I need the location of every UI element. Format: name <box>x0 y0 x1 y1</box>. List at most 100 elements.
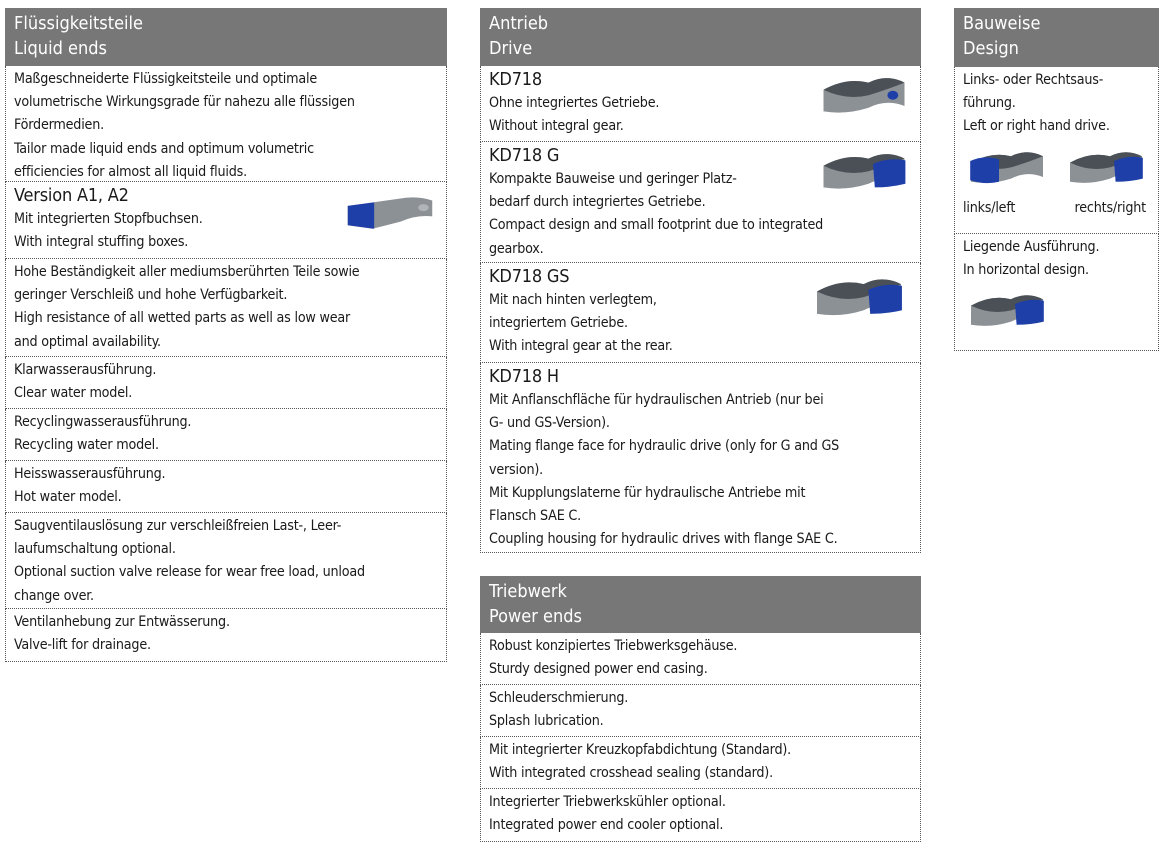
liquid-ends-intro: Maßgeschneiderte Flüssigkeitsteile und o… <box>5 66 447 182</box>
header-title-en: Drive <box>489 38 533 59</box>
text-line: führung. <box>963 95 1016 112</box>
text-line: Mit Anflanschfläche für hydraulischen An… <box>489 392 824 408</box>
section-header: Triebwerk Power ends <box>480 576 921 633</box>
model-kd718: KD718 Ohne integriertes Getriebe. Withou… <box>480 66 921 142</box>
drive-section: Antrieb Drive KD718 Ohne integriertes Ge… <box>480 8 921 553</box>
liquid-ends-section: Flüssigkeitsteile Liquid ends Maßgeschne… <box>5 8 447 662</box>
header-title-de: Flüssigkeitsteile <box>14 13 144 34</box>
text-line: and optimal availability. <box>14 333 161 350</box>
hand-images <box>963 145 1150 193</box>
text-line: volumetrische Wirkungsgrade für nahezu a… <box>14 94 355 111</box>
text-line: integriertem Getriebe. <box>489 315 628 332</box>
right-drive-image <box>1062 145 1150 193</box>
model-title: KD718 G <box>489 145 560 166</box>
text-line: Klarwasserausführung. <box>14 362 157 378</box>
list-item: Integrierter Triebwerkskühler optional. … <box>480 789 921 842</box>
text-line: Saugventilauslösung zur verschleißfreien… <box>14 518 342 534</box>
text-line: Splash lubrication. <box>489 713 604 730</box>
kd718-image <box>819 70 909 124</box>
horizontal-design: Liegende Ausführung. In horizontal desig… <box>954 234 1159 351</box>
text-line: Links- oder Rechtsaus- <box>963 72 1104 88</box>
text-line: Flansch SAE C. <box>489 508 581 525</box>
header-title-en: Power ends <box>489 606 582 627</box>
text-line: Mating flange face for hydraulic drive (… <box>489 438 840 455</box>
liquid-end-image <box>347 197 433 229</box>
text-line: Liegende Ausführung. <box>963 239 1100 255</box>
text-line: Schleuderschmierung. <box>489 690 629 706</box>
header-title-de: Antrieb <box>489 13 549 34</box>
version-a1-a2: Version A1, A2 Mit integrierten Stopfbuc… <box>5 182 447 259</box>
text-line: Sturdy designed power end casing. <box>489 661 708 678</box>
model-title: KD718 <box>489 69 542 90</box>
text-line: Maßgeschneiderte Flüssigkeitsteile und o… <box>14 71 318 87</box>
header-title-de: Triebwerk <box>489 581 567 602</box>
list-item: Mit integrierter Kreuzkopfabdichtung (St… <box>480 737 921 789</box>
left-drive-image <box>963 145 1051 193</box>
section-header: Flüssigkeitsteile Liquid ends <box>5 8 447 66</box>
text-line: Hohe Beständigkeit aller mediumsberührte… <box>14 264 360 280</box>
kd718gs-image <box>807 271 911 327</box>
text-line: Ohne integriertes Getriebe. <box>489 95 660 111</box>
horizontal-design-image <box>963 288 1051 336</box>
header-title-en: Design <box>963 38 1019 59</box>
header-title-en: Liquid ends <box>14 38 107 59</box>
version-title: Version A1, A2 <box>14 185 129 206</box>
text-line: Robust konzipiertes Triebwerksgehäuse. <box>489 638 738 654</box>
text-line: With integrated crosshead sealing (stand… <box>489 765 773 782</box>
hand-labels: links/left rechts/right <box>963 197 1150 220</box>
kd718g-image <box>819 146 909 200</box>
text-line: With integral gear at the rear. <box>489 338 673 355</box>
text-line: Tailor made liquid ends and optimum volu… <box>14 140 314 157</box>
list-item: Heisswasserausführung. Hot water model. <box>5 461 447 513</box>
text-line: Left or right hand drive. <box>963 118 1110 135</box>
text-line: laufumschaltung optional. <box>14 541 176 558</box>
list-item: Ventilanhebung zur Entwässerung. Valve-l… <box>5 609 447 662</box>
text-line: Clear water model. <box>14 385 133 402</box>
text-line: efficiencies for almost all liquid fluid… <box>14 163 247 180</box>
text-line: Mit integrierten Stopfbuchsen. <box>14 211 203 227</box>
model-kd718gs: KD718 GS Mit nach hinten verlegtem, inte… <box>480 263 921 363</box>
text-line: gearbox. <box>489 240 544 257</box>
text-line: Mit integrierter Kreuzkopfabdichtung (St… <box>489 742 791 758</box>
text-line: Optional suction valve release for wear … <box>14 564 365 581</box>
text-line: Mit Kupplungslaterne für hydraulische An… <box>489 484 806 501</box>
list-item: Saugventilauslösung zur verschleißfreien… <box>5 513 447 609</box>
text-line: Integrierter Triebwerkskühler optional. <box>489 794 726 810</box>
left-label: links/left <box>963 199 1016 216</box>
text-line: Heisswasserausführung. <box>14 466 166 482</box>
model-title: KD718 H <box>489 366 559 387</box>
section-header: Bauweise Design <box>954 8 1159 67</box>
text-line: geringer Verschleiß und hohe Verfügbarke… <box>14 287 288 304</box>
hand-drive: Links- oder Rechtsaus- führung. Left or … <box>954 67 1159 234</box>
text-line: Fördermedien. <box>14 117 104 134</box>
model-title: KD718 GS <box>489 266 570 287</box>
list-item: Hohe Beständigkeit aller mediumsberührte… <box>5 259 447 357</box>
power-ends-section: Triebwerk Power ends Robust konzipiertes… <box>480 576 921 842</box>
list-item: Robust konzipiertes Triebwerksgehäuse. S… <box>480 633 921 685</box>
text-line: In horizontal design. <box>963 262 1089 279</box>
text-line: Kompakte Bauweise und geringer Platz- <box>489 171 737 187</box>
section-header: Antrieb Drive <box>480 8 921 66</box>
model-kd718g: KD718 G Kompakte Bauweise und geringer P… <box>480 142 921 263</box>
text-line: Coupling housing for hydraulic drives wi… <box>489 531 838 548</box>
text-line: Recyclingwasserausführung. <box>14 414 192 430</box>
text-line: Without integral gear. <box>489 118 624 135</box>
list-item: Klarwasserausführung. Clear water model. <box>5 357 447 409</box>
design-section: Bauweise Design Links- oder Rechtsaus- f… <box>954 8 1159 351</box>
text-line: Compact design and small footprint due t… <box>489 217 824 234</box>
list-item: Schleuderschmierung. Splash lubrication. <box>480 685 921 737</box>
text-line: Ventilanhebung zur Entwässerung. <box>14 614 230 630</box>
text-line: Mit nach hinten verlegtem, <box>489 292 657 308</box>
text-line: change over. <box>14 587 94 604</box>
right-label: rechts/right <box>1074 199 1147 216</box>
text-line: Valve-lift for drainage. <box>14 637 151 654</box>
text-line: Hot water model. <box>14 489 122 506</box>
text-line: version). <box>489 461 543 478</box>
text-line: bedarf durch integriertes Getriebe. <box>489 194 706 211</box>
model-kd718h: KD718 H Mit Anflanschfläche für hydrauli… <box>480 363 921 553</box>
text-line: High resistance of all wetted parts as w… <box>14 310 351 327</box>
text-line: Recycling water model. <box>14 437 159 454</box>
list-item: Recyclingwasserausführung. Recycling wat… <box>5 409 447 461</box>
text-line: With integral stuffing boxes. <box>14 234 189 251</box>
header-title-de: Bauweise <box>963 13 1041 34</box>
